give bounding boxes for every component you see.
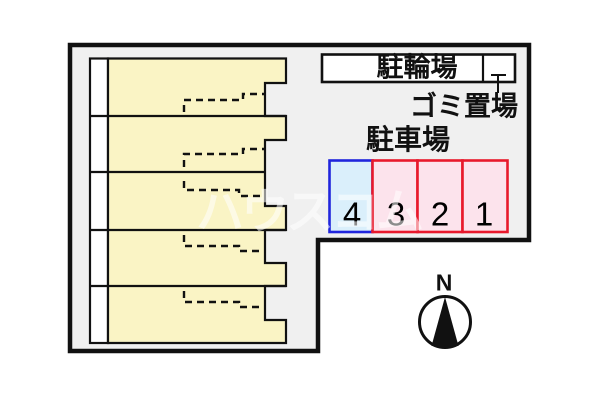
car-parking-label: 駐車場	[365, 124, 451, 155]
parking-space-4-number: 4	[342, 195, 362, 233]
entry-path-unit-2	[182, 147, 266, 167]
compass-needle-icon	[431, 297, 459, 346]
compass-north-label: N	[435, 269, 453, 296]
garbage-area-label: ゴミ置場	[410, 91, 518, 122]
parking-space-3	[371, 159, 419, 234]
parking-space-1	[461, 159, 509, 234]
parking-space-2-number: 2	[430, 195, 450, 233]
parking-space-2	[416, 159, 464, 234]
parking-space-1-number: 1	[474, 195, 494, 233]
entry-path-unit-4	[182, 235, 266, 253]
entry-path-unit-3	[182, 181, 266, 198]
entry-path-unit-1	[182, 92, 266, 112]
parking-space-3-number: 3	[386, 195, 406, 233]
building-balcony-strip	[88, 57, 110, 345]
bicycle-parking-label: 駐輪場	[376, 52, 458, 83]
parking-space-4	[328, 159, 374, 234]
entry-path-unit-5	[182, 291, 266, 309]
